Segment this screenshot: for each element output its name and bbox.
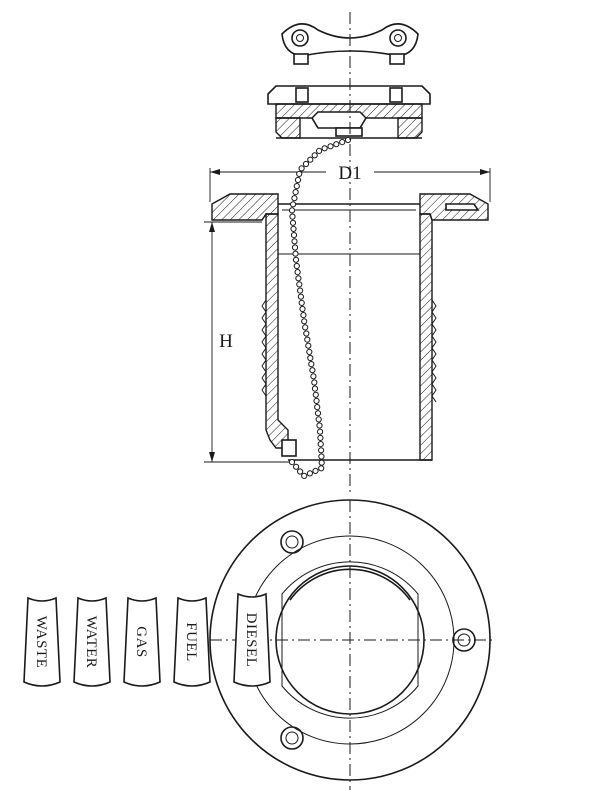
chain-bead: [291, 244, 299, 251]
fill-body: [211, 193, 489, 461]
chain-bead: [292, 189, 299, 196]
type-tags: WASTE WATER GAS FUEL DIESEL: [23, 592, 271, 687]
chain-bead: [307, 354, 314, 362]
tag-fuel: FUEL: [173, 596, 211, 687]
chain-bead: [309, 367, 316, 374]
chain-bead: [298, 299, 305, 306]
chain-bead: [301, 472, 308, 479]
chain-bead: [318, 447, 325, 454]
chain-bead: [306, 470, 313, 477]
chain-bead: [294, 176, 302, 184]
chain-bead: [317, 441, 324, 448]
bead-chain: [288, 136, 352, 479]
dimension-h: H: [204, 221, 290, 463]
tag-water-label: WATER: [83, 616, 99, 669]
chain-bead: [299, 305, 306, 313]
chain-bead: [293, 262, 300, 270]
chain-bead: [311, 379, 318, 386]
chain-bead: [312, 391, 319, 398]
chain-bead: [312, 467, 319, 474]
chain-bead: [311, 385, 319, 392]
chain-bead: [306, 348, 313, 355]
chain-bead: [314, 410, 322, 417]
chain-bead: [291, 195, 298, 202]
chain-bead: [313, 397, 320, 404]
chain-bead: [290, 201, 297, 208]
chain-bead: [296, 281, 303, 288]
chain-bead: [288, 207, 296, 214]
bolt-hole: [280, 726, 304, 750]
chain-bead: [327, 143, 334, 150]
tag-gas-label: GAS: [133, 626, 149, 658]
chain-bead: [301, 318, 308, 325]
chain-bead: [291, 238, 298, 245]
chain-bead: [292, 256, 300, 263]
chain-bead: [317, 434, 324, 441]
chain-bead: [316, 422, 323, 429]
chain-bead: [310, 373, 317, 380]
tag-water: WATER: [73, 596, 111, 687]
bolt-hole: [280, 530, 304, 554]
chain-bead: [315, 416, 322, 423]
chain-bead: [298, 165, 305, 172]
chain-bead: [318, 465, 325, 472]
chain-bead: [290, 225, 297, 232]
height-label: H: [219, 331, 233, 352]
chain-bead: [290, 232, 298, 239]
chain-bead: [305, 342, 312, 349]
chain-bead: [297, 287, 304, 294]
chain-bead: [314, 404, 321, 411]
chain-bead: [318, 459, 325, 466]
chain-bead: [288, 459, 296, 466]
chain-bead: [293, 183, 300, 190]
cap: [267, 85, 431, 139]
chain-bead: [289, 213, 296, 220]
chain-bead: [302, 160, 310, 168]
chain-bead: [297, 468, 304, 475]
tag-gas: GAS: [123, 596, 161, 687]
chain-bead: [294, 269, 301, 276]
chain-bead: [293, 463, 300, 470]
bolt-hole: [452, 628, 476, 652]
tag-fuel-label: FUEL: [183, 622, 199, 662]
chain-bead: [303, 330, 310, 337]
tag-diesel: DIESEL: [233, 592, 271, 687]
chain-bead: [344, 136, 352, 144]
chain-bead: [308, 361, 315, 368]
chain-bead: [292, 250, 299, 257]
chain-bead: [297, 293, 304, 300]
chain-bead: [333, 141, 340, 148]
chain-bead: [317, 428, 324, 435]
tag-waste-label: WASTE: [33, 616, 49, 669]
chain-bead: [318, 453, 325, 460]
chain-bead: [321, 145, 328, 152]
chain-bead: [302, 324, 309, 331]
chain-bead: [311, 152, 318, 159]
chain-bead: [296, 170, 303, 177]
chain-bead: [300, 312, 307, 319]
chain-bead: [316, 147, 323, 154]
chain-bead: [289, 219, 297, 226]
tag-waste: WASTE: [23, 596, 61, 687]
chain-bead: [295, 275, 302, 282]
chain-bead: [304, 336, 311, 343]
chain-bead: [307, 156, 314, 163]
tag-diesel-label: DIESEL: [243, 613, 259, 668]
chain-bead: [339, 139, 346, 146]
